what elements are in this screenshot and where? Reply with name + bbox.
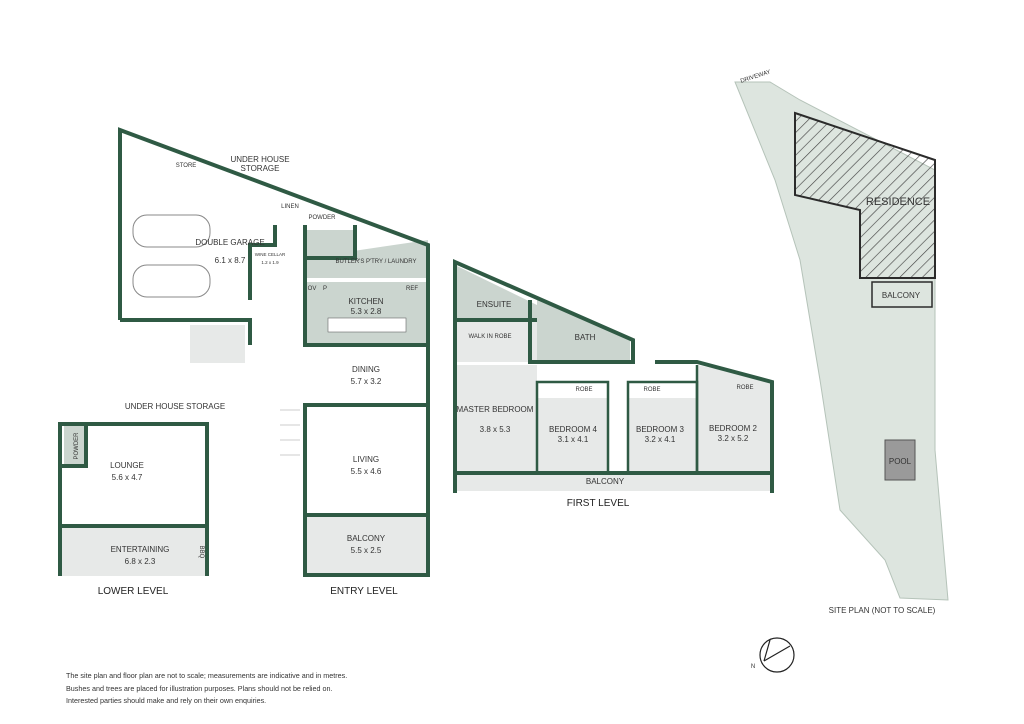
dining-size: 5.7 x 3.2 — [351, 377, 382, 386]
master-name: MASTER BEDROOM — [457, 405, 534, 414]
wine-wall — [248, 225, 277, 300]
dining-name: DINING — [352, 365, 380, 374]
entertaining-name: ENTERTAINING — [111, 545, 170, 554]
kitchen-size: 5.3 x 2.8 — [351, 307, 382, 316]
stairs-icon — [280, 409, 300, 456]
lower-outer-wall — [58, 422, 209, 576]
living-name: LIVING — [353, 455, 379, 464]
powder-wall — [305, 225, 357, 260]
site-plan: DRIVEWAY RESIDENCE BALCONY POOL SITE PLA… — [734, 69, 949, 673]
fridge-label: REF — [406, 286, 418, 292]
bedroom4-name: BEDROOM 4 — [549, 425, 598, 434]
entry-balcony-name: BALCONY — [347, 534, 386, 543]
lower-level-title: LOWER LEVEL — [98, 586, 169, 597]
lounge-name: LOUNGE — [110, 461, 144, 470]
kitchen-island — [327, 317, 407, 333]
bedroom4-wall — [535, 380, 610, 473]
entry-balcony-size: 5.5 x 2.5 — [351, 546, 382, 555]
lower-powder-wall — [60, 424, 88, 468]
lounge-size: 5.6 x 4.7 — [112, 473, 143, 482]
entertaining-size: 6.8 x 2.3 — [125, 557, 156, 566]
bedroom4-size: 3.1 x 4.1 — [558, 435, 589, 444]
kitchen-wall — [303, 225, 428, 347]
robe-label: ROBE — [643, 387, 660, 393]
master-size: 3.8 x 5.3 — [480, 425, 511, 434]
walk-in-robe-label: WALK IN ROBE — [468, 334, 511, 340]
entry-level-title: ENTRY LEVEL — [330, 586, 398, 597]
powder-label: POWDER — [309, 215, 337, 221]
bath-area — [537, 300, 630, 362]
entertaining-area — [60, 528, 207, 576]
pool-label: POOL — [889, 457, 912, 466]
powder-area — [306, 230, 355, 258]
butlers-label: BUTLER'S P'TRY / LAUNDRY — [336, 259, 417, 265]
bedroom3-area — [628, 398, 697, 473]
store-label: STORE — [176, 163, 197, 169]
kitchen-name: KITCHEN — [348, 297, 383, 306]
robe-label: ROBE — [736, 385, 753, 391]
wine-cellar-name: WINE CELLAR — [255, 252, 286, 257]
bedroom4-area — [537, 398, 607, 473]
first-outer-wall — [453, 258, 635, 493]
walk-in-robe-area — [455, 320, 537, 362]
entry-outer-wall — [118, 127, 430, 577]
wine-cellar-size: 1.2 x 1.9 — [261, 260, 279, 265]
bath-label: BATH — [575, 333, 596, 342]
north-label: N — [751, 664, 755, 670]
lower-powder-label: POWDER — [74, 432, 80, 460]
site-balcony — [871, 281, 933, 308]
linen-label: LINEN — [281, 204, 299, 210]
note-line: Bushes and trees are placed for illustra… — [66, 683, 333, 693]
garage-wall — [120, 318, 252, 345]
bedroom3-size: 3.2 x 4.1 — [645, 435, 676, 444]
living-size: 5.5 x 4.6 — [351, 467, 382, 476]
car-icon — [132, 214, 211, 248]
first-level-plan: ENSUITE WALK IN ROBE BATH ROBE ROBE ROBE… — [453, 258, 774, 509]
lower-powder-area — [64, 426, 84, 466]
master-area — [455, 365, 537, 473]
ensuite-label: ENSUITE — [477, 300, 512, 309]
oven-label: OV — [308, 286, 317, 292]
north-arrow-icon: N — [751, 637, 795, 673]
bedroom2-size: 3.2 x 5.2 — [718, 434, 749, 443]
site-plan-title: SITE PLAN (NOT TO SCALE) — [829, 606, 936, 615]
note-line: The site plan and floor plan are not to … — [66, 671, 348, 680]
disclaimer-notes: The site plan and floor plan are not to … — [66, 670, 347, 708]
residence-footprint — [794, 111, 936, 279]
entry-landing — [190, 325, 245, 363]
lower-storage-label: UNDER HOUSE STORAGE — [125, 402, 225, 411]
site-balcony-label: BALCONY — [882, 291, 921, 300]
pantry-label: P — [323, 286, 327, 292]
car-icon — [132, 264, 211, 298]
double-garage-name: DOUBLE GARAGE — [195, 238, 264, 247]
bbq-label: BBQ — [198, 546, 204, 559]
first-right-wall — [655, 360, 774, 493]
lower-level-plan: UNDER HOUSE STORAGE POWDER LOUNGE 5.6 x … — [58, 402, 225, 597]
bedroom2-area — [697, 365, 770, 473]
double-garage-size: 6.1 x 8.7 — [215, 256, 246, 265]
butlers-area — [306, 240, 428, 278]
bedroom2-name: BEDROOM 2 — [709, 424, 758, 433]
ensuite-area — [455, 265, 537, 320]
first-level-title: FIRST LEVEL — [567, 498, 630, 509]
robe-label: ROBE — [575, 387, 592, 393]
bedroom3-name: BEDROOM 3 — [636, 425, 685, 434]
pool — [884, 439, 916, 481]
residence-label: RESIDENCE — [866, 196, 930, 208]
note-line: Interested parties should make and rely … — [66, 696, 267, 705]
first-balcony-area — [455, 473, 770, 491]
entry-balcony-area — [305, 515, 427, 575]
first-balcony-label: BALCONY — [586, 477, 625, 486]
